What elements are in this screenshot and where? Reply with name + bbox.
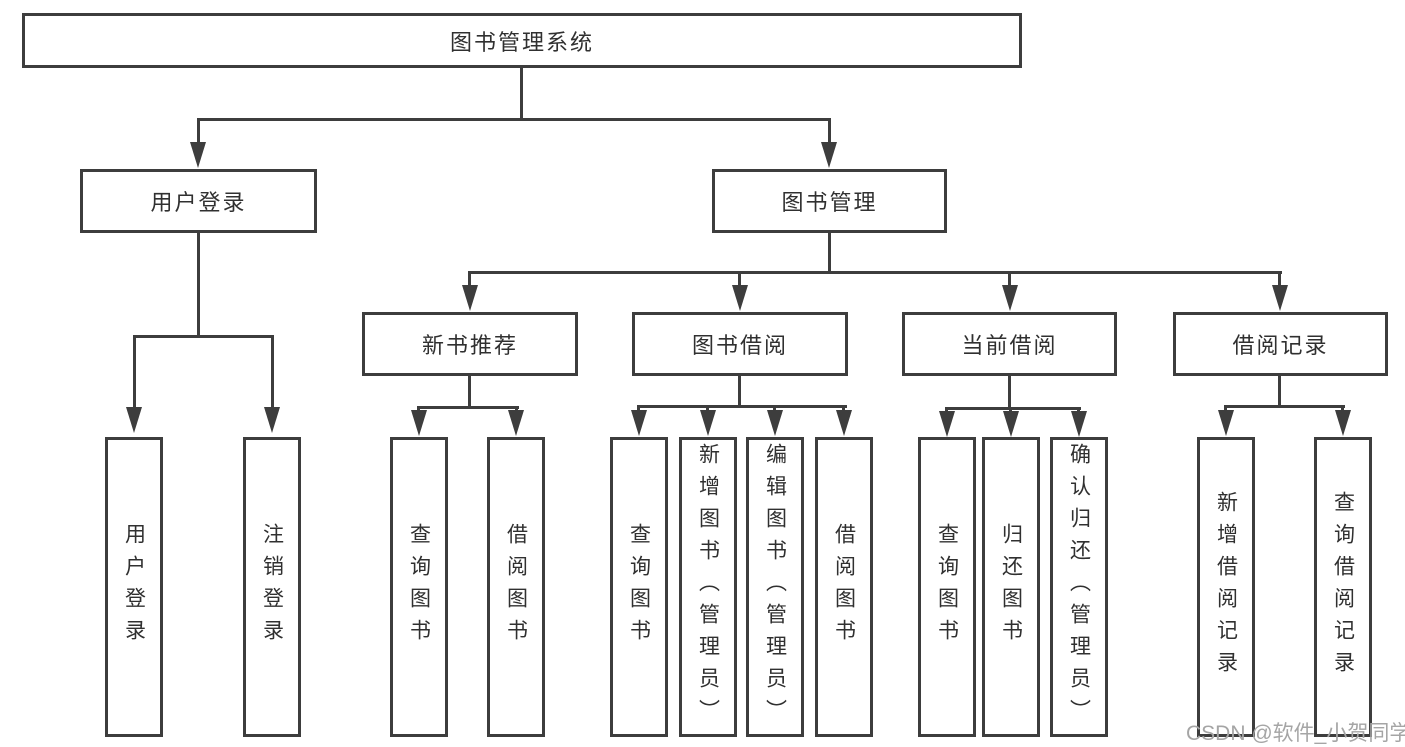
connector-vline <box>197 118 200 144</box>
connector-vline <box>1008 376 1011 409</box>
connector-arrow-down <box>462 285 478 311</box>
connector-arrow-down <box>1272 285 1288 311</box>
leaf-add-book-admin: 新增图书（管理员） <box>679 437 737 737</box>
leaf-label: 注销登录 <box>260 523 284 651</box>
connector-vline <box>271 335 274 409</box>
leaf-edit-book-admin: 编辑图书（管理员） <box>746 437 804 737</box>
connector-arrow-down <box>126 407 142 433</box>
connector-vline <box>1278 376 1281 407</box>
leaf-user-login: 用户登录 <box>105 437 163 737</box>
connector-vline <box>706 405 709 413</box>
connector-hline <box>1224 405 1345 408</box>
connector-vline <box>1009 407 1012 413</box>
node-book-borrow: 图书借阅 <box>632 312 848 376</box>
connector-vline <box>828 118 831 144</box>
connector-arrow-down <box>264 407 280 433</box>
leaf-add-borrow-record: 新增借阅记录 <box>1197 437 1255 737</box>
connector-hline <box>945 407 1081 410</box>
connector-hline <box>469 271 1282 274</box>
connector-hline <box>637 405 847 408</box>
connector-vline <box>133 335 136 409</box>
connector-vline <box>738 271 741 287</box>
leaf-label: 查询图书 <box>627 523 651 651</box>
connector-arrow-down <box>411 410 427 436</box>
leaf-label: 借阅图书 <box>504 523 528 651</box>
connector-hline <box>197 118 831 121</box>
connector-arrow-down <box>732 285 748 311</box>
connector-arrow-down <box>836 410 852 436</box>
connector-arrow-down <box>767 410 783 436</box>
leaf-label: 查询图书 <box>407 523 431 651</box>
connector-arrow-down <box>508 410 524 436</box>
node-new-book-recommend: 新书推荐 <box>362 312 578 376</box>
node-user-login: 用户登录 <box>80 169 317 233</box>
connector-arrow-down <box>631 410 647 436</box>
leaf-query-books-borrow: 查询图书 <box>610 437 668 737</box>
connector-vline <box>828 233 831 274</box>
node-book-management: 图书管理 <box>712 169 947 233</box>
connector-arrow-down <box>1071 411 1087 437</box>
connector-hline <box>133 335 274 338</box>
node-root: 图书管理系统 <box>22 13 1022 68</box>
leaf-label: 查询借阅记录 <box>1331 491 1355 683</box>
node-current-borrow: 当前借阅 <box>902 312 1117 376</box>
connector-vline <box>520 68 523 120</box>
leaf-return-books: 归还图书 <box>982 437 1040 737</box>
leaf-confirm-return-admin: 确认归还（管理员） <box>1050 437 1108 737</box>
leaf-label: 编辑图书（管理员） <box>763 443 787 731</box>
leaf-label: 借阅图书 <box>832 523 856 651</box>
leaf-query-books-recommend: 查询图书 <box>390 437 448 737</box>
connector-vline <box>637 405 640 413</box>
connector-vline <box>1077 407 1080 413</box>
connector-vline <box>468 271 471 287</box>
leaf-label: 查询图书 <box>935 523 959 651</box>
leaf-borrow-books: 借阅图书 <box>815 437 873 737</box>
connector-vline <box>1008 271 1011 287</box>
connector-vline <box>197 233 200 337</box>
csdn-watermark: CSDN @软件_小贺同学 <box>1186 722 1405 745</box>
leaf-label: 用户登录 <box>122 523 146 651</box>
leaf-label: 确认归还（管理员） <box>1067 443 1091 731</box>
connector-vline <box>1278 271 1281 287</box>
connector-vline <box>945 407 948 413</box>
connector-arrow-down <box>939 411 955 437</box>
leaf-query-borrow-record: 查询借阅记录 <box>1314 437 1372 737</box>
connector-arrow-down <box>1002 285 1018 311</box>
connector-vline <box>738 376 741 407</box>
leaf-label: 新增借阅记录 <box>1214 491 1238 683</box>
connector-vline <box>1224 405 1227 413</box>
connector-vline <box>468 376 471 408</box>
connector-vline <box>1341 405 1344 413</box>
leaf-query-books-current: 查询图书 <box>918 437 976 737</box>
connector-arrow-down <box>821 142 837 168</box>
leaf-label: 归还图书 <box>999 523 1023 651</box>
leaf-borrow-books-recommend: 借阅图书 <box>487 437 545 737</box>
connector-arrow-down <box>1335 410 1351 436</box>
connector-arrow-down <box>700 410 716 436</box>
node-borrow-records: 借阅记录 <box>1173 312 1388 376</box>
connector-arrow-down <box>1003 411 1019 437</box>
connector-hline <box>417 406 519 409</box>
leaf-label: 新增图书（管理员） <box>696 443 720 731</box>
connector-vline <box>773 405 776 413</box>
connector-arrow-down <box>1218 410 1234 436</box>
connector-vline <box>842 405 845 413</box>
connector-arrow-down <box>190 142 206 168</box>
leaf-logout: 注销登录 <box>243 437 301 737</box>
